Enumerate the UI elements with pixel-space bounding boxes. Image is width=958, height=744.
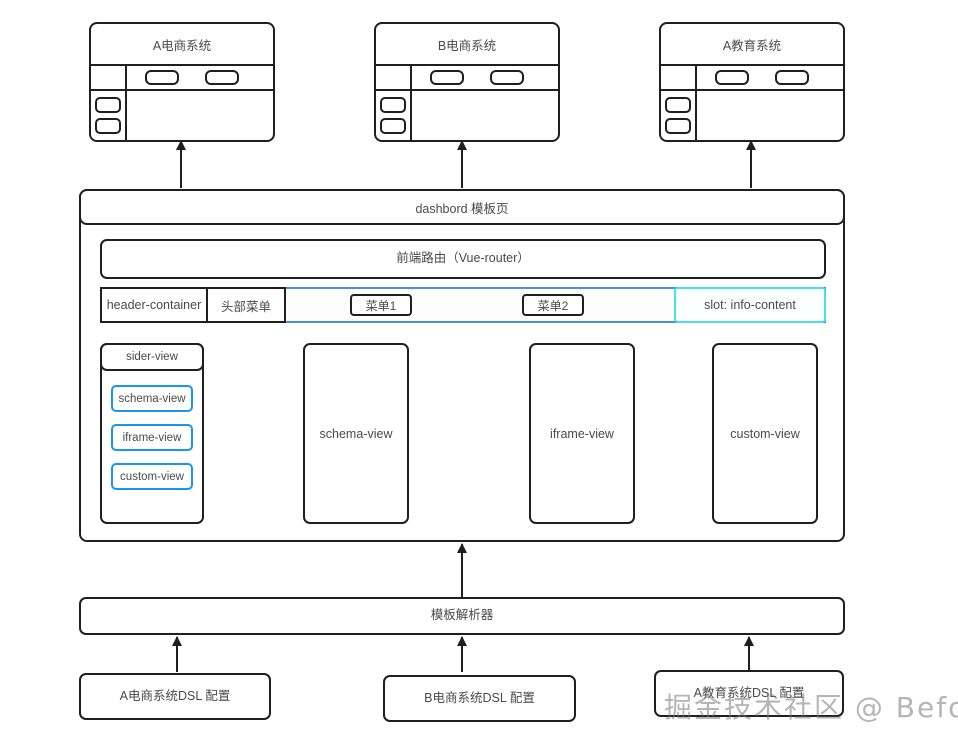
arrow-up-to-dashboard xyxy=(461,544,463,597)
system-card-topbar-logo xyxy=(91,66,127,89)
dsl-config-b-ecommerce[interactable]: B电商系统DSL 配置 xyxy=(383,675,576,722)
arrow-up-to-parser-b xyxy=(461,637,463,672)
sider-view-container: sider-view schema-view iframe-view custo… xyxy=(100,343,204,524)
system-card-sidebar xyxy=(376,91,412,140)
arrow-up-to-system-c xyxy=(750,141,752,188)
system-card-sidebar xyxy=(661,91,697,140)
nav-pill xyxy=(775,70,809,85)
nav-pill xyxy=(145,70,179,85)
system-card-sidebar xyxy=(91,91,127,140)
arrow-up-to-system-a xyxy=(180,141,182,188)
panel-iframe-view: iframe-view xyxy=(529,343,635,524)
system-card-a-ecommerce[interactable]: A电商系统 xyxy=(89,22,275,142)
dashboard-template-container: dashbord 模板页 前端路由（Vue-router） header-con… xyxy=(79,189,845,542)
sider-view-list: schema-view iframe-view custom-view xyxy=(102,385,202,490)
panel-schema-view: schema-view xyxy=(303,343,409,524)
system-card-a-education[interactable]: A教育系统 xyxy=(659,22,845,142)
nav-pill xyxy=(205,70,239,85)
nav-pill xyxy=(430,70,464,85)
system-card-topbar-items xyxy=(127,66,273,89)
header-menubar: 菜单1 菜单2 slot: info-content xyxy=(286,287,826,323)
system-card-content xyxy=(127,91,273,140)
sidebar-pill xyxy=(95,118,121,134)
sider-item-iframe-view[interactable]: iframe-view xyxy=(111,424,193,451)
header-row: header-container 头部菜单 菜单1 菜单2 slot: info… xyxy=(100,287,826,323)
arrow-up-to-system-b xyxy=(461,141,463,188)
system-card-topbar xyxy=(661,66,843,91)
front-end-router-box: 前端路由（Vue-router） xyxy=(100,239,826,279)
sider-view-title: sider-view xyxy=(100,343,204,371)
system-card-title: A电商系统 xyxy=(91,24,273,66)
system-card-body xyxy=(91,91,273,140)
system-card-title: A教育系统 xyxy=(661,24,843,66)
system-card-topbar xyxy=(91,66,273,91)
system-card-content xyxy=(697,91,843,140)
panel-custom-view: custom-view xyxy=(712,343,818,524)
system-card-content xyxy=(412,91,558,140)
arrow-up-to-parser-c xyxy=(748,637,750,672)
header-menu-label: 头部菜单 xyxy=(208,287,286,323)
system-card-topbar-items xyxy=(412,66,558,89)
system-card-body xyxy=(661,91,843,140)
menu-item-2[interactable]: 菜单2 xyxy=(522,294,584,316)
template-parser-box: 模板解析器 xyxy=(79,597,845,635)
system-card-topbar-logo xyxy=(376,66,412,89)
system-card-topbar-items xyxy=(697,66,843,89)
sidebar-pill xyxy=(665,118,691,134)
sidebar-pill xyxy=(380,97,406,113)
sidebar-pill xyxy=(665,97,691,113)
arrow-up-to-parser-a xyxy=(176,637,178,672)
nav-pill xyxy=(715,70,749,85)
sidebar-pill xyxy=(380,118,406,134)
system-card-body xyxy=(376,91,558,140)
dashboard-title: dashbord 模板页 xyxy=(79,189,845,225)
sidebar-pill xyxy=(95,97,121,113)
sider-item-schema-view[interactable]: schema-view xyxy=(111,385,193,412)
system-card-title: B电商系统 xyxy=(376,24,558,66)
nav-pill xyxy=(490,70,524,85)
dsl-config-a-education[interactable]: A教育系统DSL 配置 xyxy=(654,670,844,717)
system-card-topbar xyxy=(376,66,558,91)
system-card-topbar-logo xyxy=(661,66,697,89)
dsl-config-a-ecommerce[interactable]: A电商系统DSL 配置 xyxy=(79,673,271,720)
system-card-b-ecommerce[interactable]: B电商系统 xyxy=(374,22,560,142)
slot-info-content: slot: info-content xyxy=(674,287,826,323)
menu-item-1[interactable]: 菜单1 xyxy=(350,294,412,316)
header-container-label: header-container xyxy=(100,287,208,323)
sider-item-custom-view[interactable]: custom-view xyxy=(111,463,193,490)
